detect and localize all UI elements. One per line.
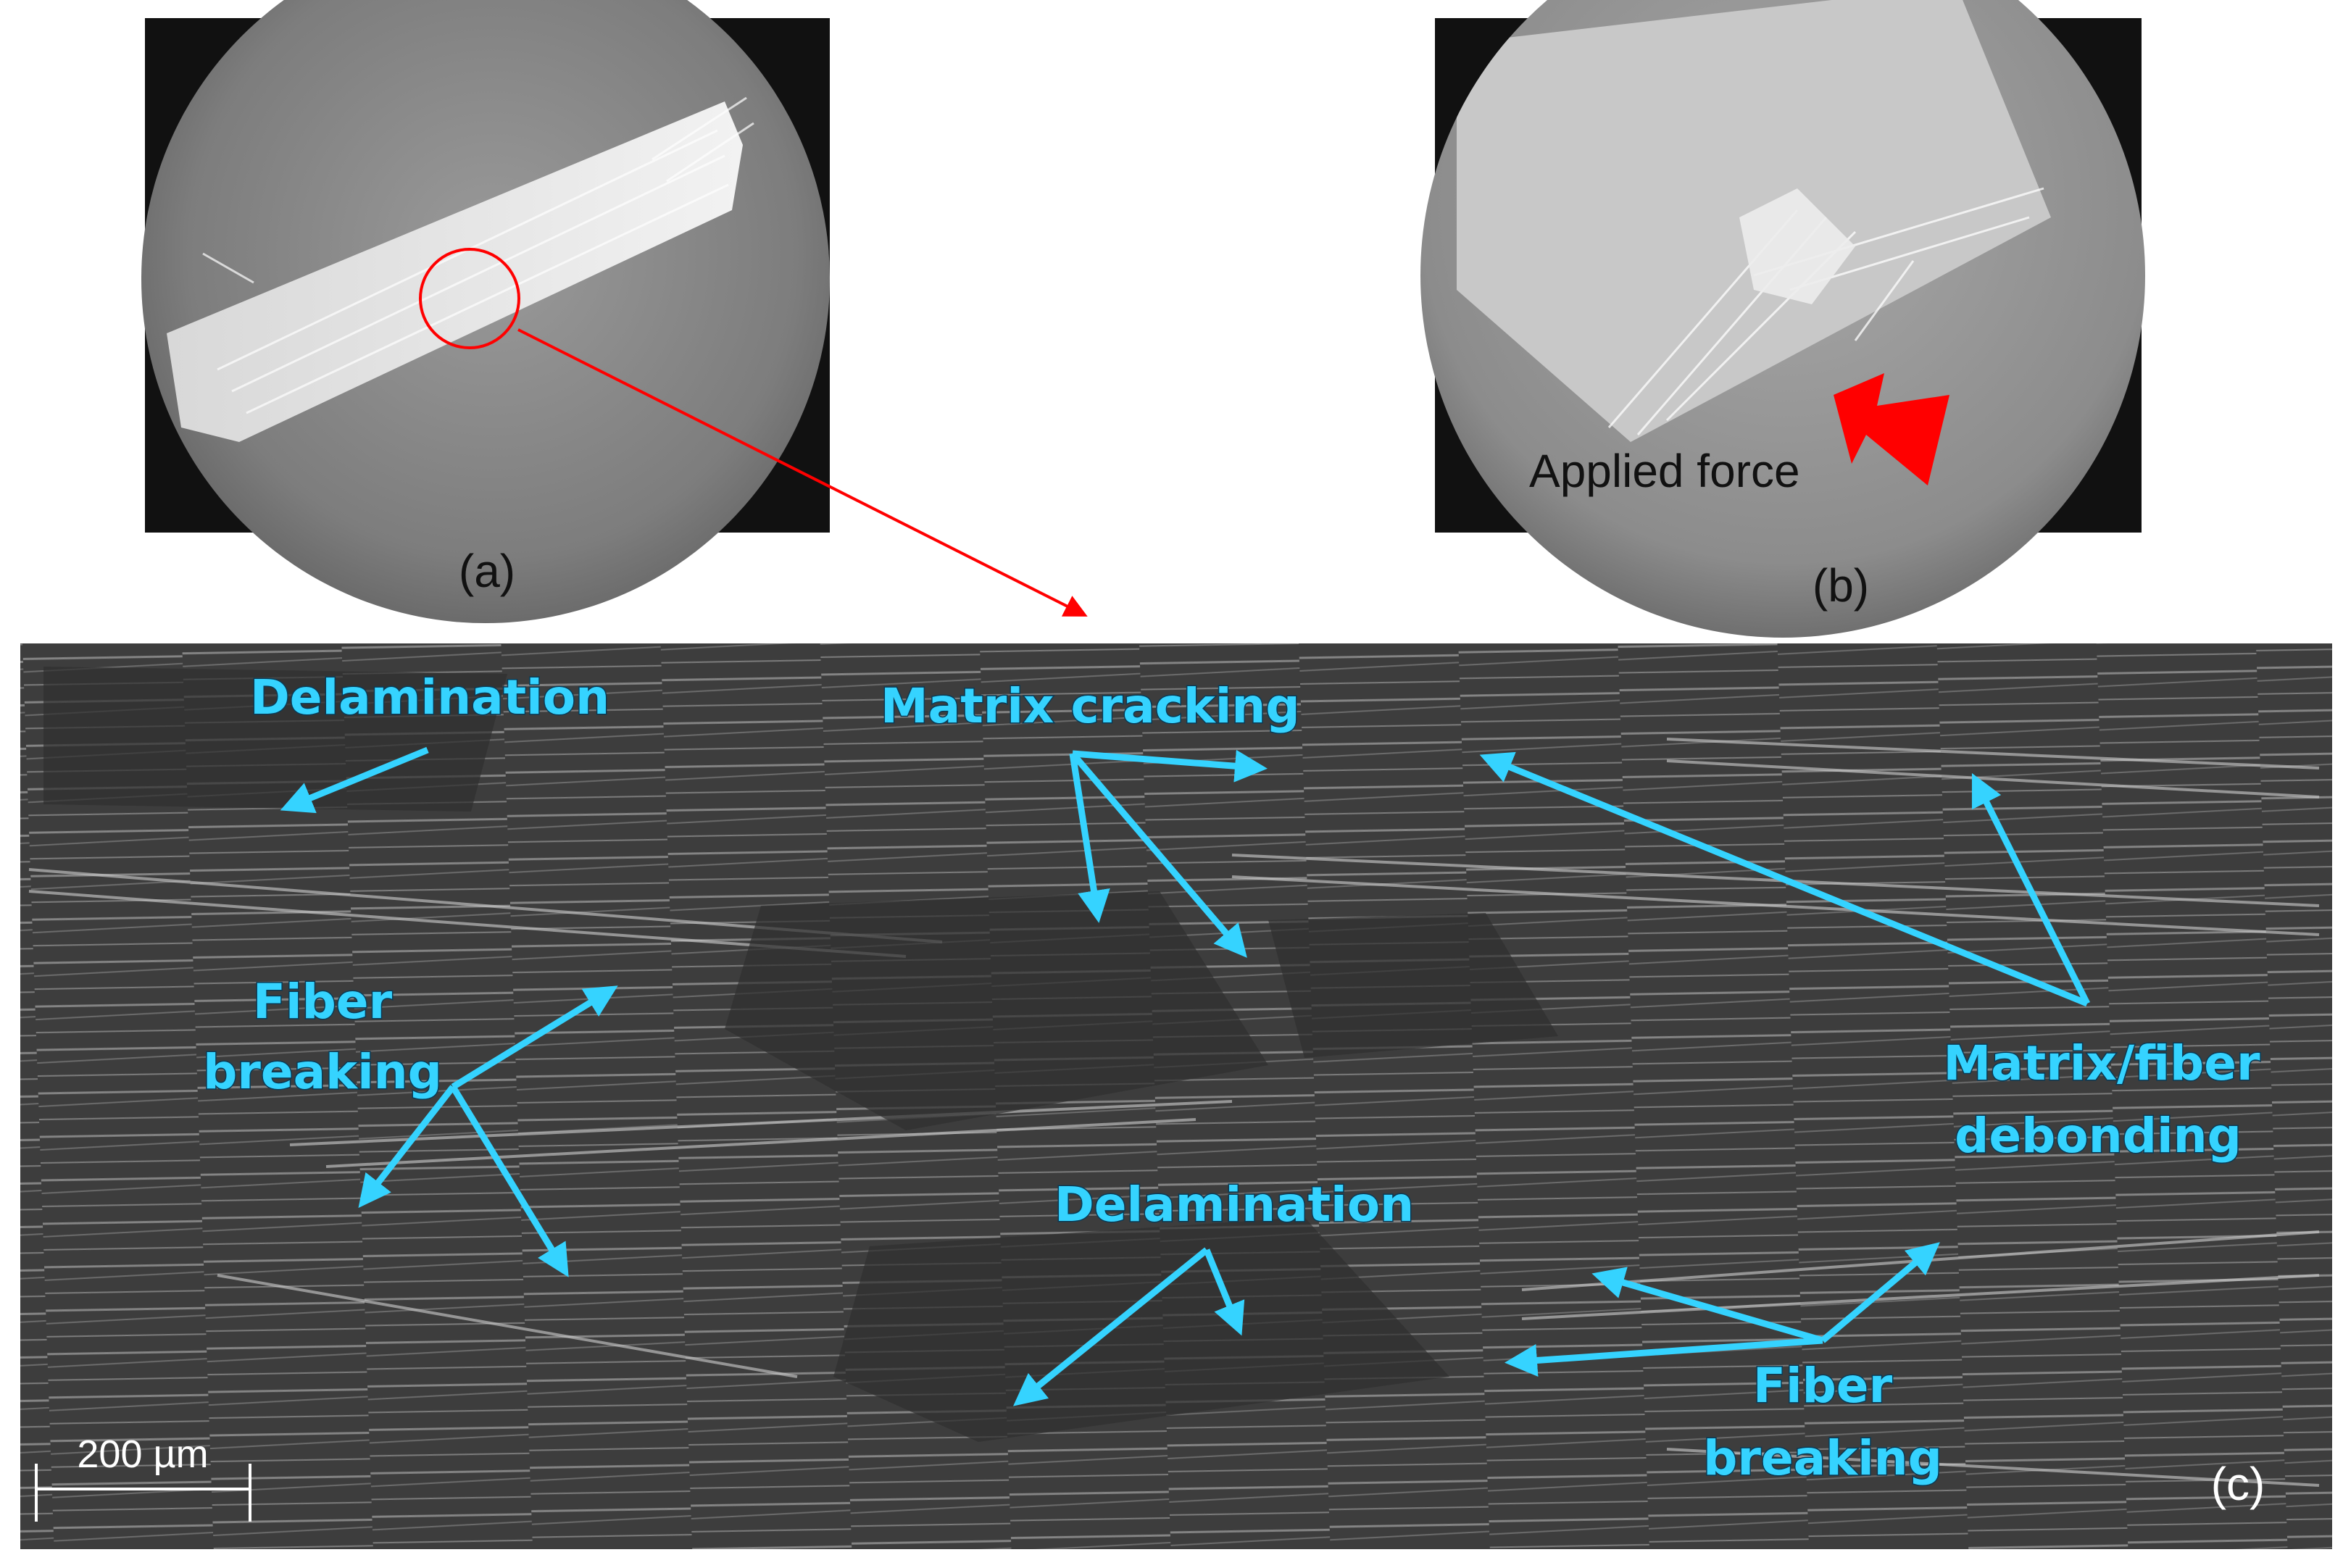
label-fiber-breaking-right-line1: Fiber	[1753, 1358, 1893, 1414]
arrow-delamination-bottom-1	[1012, 1247, 1209, 1406]
label-fiber-breaking-left-line1: Fiber	[253, 974, 393, 1030]
zoom-arrow	[517, 328, 1088, 617]
scale-bar: 200 µm	[35, 1433, 251, 1522]
matrix-blocks	[43, 667, 1558, 1442]
annotation-arrows	[280, 746, 2091, 1406]
arrow-delamination-bottom-2	[1203, 1248, 1245, 1336]
panel-b-label: (b)	[1813, 559, 1869, 612]
applied-force-arrow	[1834, 373, 1949, 485]
label-matrix-cracking: Matrix cracking	[881, 678, 1300, 734]
arrow-fiber-breaking-right-1	[1591, 1267, 1824, 1344]
fiber-bundles	[28, 738, 2320, 1487]
panel-c-image	[20, 643, 2332, 1549]
arrow-debonding-2	[1971, 772, 2091, 1006]
label-delamination-bottom: Delamination	[1054, 1177, 1414, 1233]
scale-bar-label: 200 µm	[77, 1433, 208, 1476]
arrow-fiber-breaking-right-2	[1505, 1337, 1823, 1377]
arrow-matrix-cracking-2	[1069, 753, 1110, 923]
panel-a-label: (a)	[459, 545, 515, 597]
arrow-fiber-breaking-left-2	[358, 1085, 456, 1209]
zoom-region-circle	[419, 248, 520, 349]
arrow-matrix-cracking-1	[1072, 749, 1268, 783]
panel-a-image	[141, 0, 830, 623]
arrow-fiber-breaking-right-3	[1820, 1242, 1940, 1343]
arrow-delamination-top	[280, 746, 429, 814]
arrow-matrix-cracking-3	[1070, 751, 1247, 958]
label-fiber-breaking-left-line2: breaking	[203, 1044, 442, 1100]
panel-c-label: (c)	[2211, 1458, 2265, 1510]
arrow-fiber-breaking-left-1	[451, 985, 618, 1090]
label-debonding-line2: debonding	[1955, 1108, 2242, 1164]
label-delamination-top: Delamination	[250, 670, 609, 725]
panel-b-image: Applied force	[1420, 0, 2145, 638]
label-fiber-breaking-right-line2: breaking	[1703, 1430, 1942, 1486]
arrow-debonding-1	[1479, 751, 2089, 1007]
arrow-fiber-breaking-left-3	[450, 1085, 569, 1277]
label-debonding-line1: Matrix/fiber	[1943, 1035, 2260, 1091]
applied-force-label: Applied force	[1529, 445, 1800, 497]
